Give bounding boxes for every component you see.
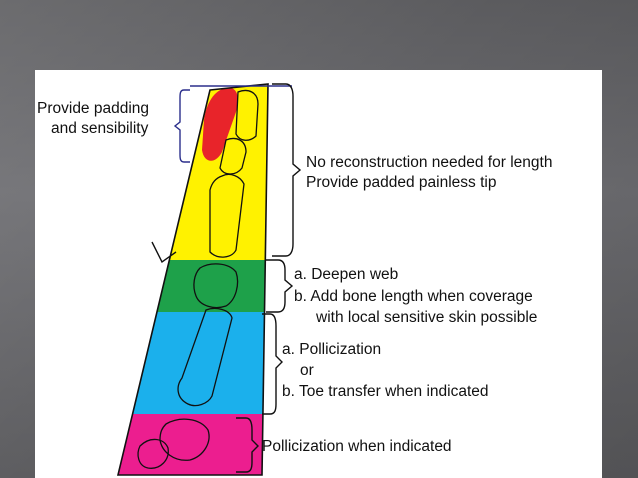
basal-label-line1: Pollicization when indicated [262, 438, 452, 455]
tip-label-line1: Provide padding [37, 100, 150, 117]
mp-joint [193, 263, 239, 309]
web-label-line1: a. Deepen web [294, 266, 399, 283]
tip-bracket [173, 89, 190, 163]
basal-bracket [236, 417, 259, 473]
distal-label-line1: No reconstruction needed for length [306, 154, 553, 171]
web-label-line3: with local sensitive skin possible [316, 309, 538, 326]
meta-label-line1: a. Pollicization [282, 341, 382, 358]
web-label-line2: b. Add bone length when coverage [294, 288, 533, 305]
metacarpal-zone [118, 312, 268, 414]
distal-bracket [272, 83, 302, 257]
carpal-base [137, 438, 169, 469]
trapezium [159, 418, 210, 461]
web-zone [118, 260, 268, 312]
tip-label-line2: and sensibility [51, 120, 149, 137]
meta-label-line3: b. Toe transfer when indicated [282, 383, 489, 400]
pointer-mark [151, 241, 177, 264]
tip-zone [202, 87, 238, 161]
distal-label-line2: Provide padded painless tip [306, 174, 497, 191]
proximal-phalanx [209, 173, 245, 258]
metacarpal-bracket [262, 313, 283, 415]
basal-zone [118, 414, 268, 475]
bone-outlines [137, 89, 259, 469]
distal-phalanx [219, 137, 247, 175]
web-bracket [266, 259, 294, 313]
metacarpal-bone [177, 307, 233, 407]
meta-label-line2: or [300, 362, 314, 379]
nail-outline [235, 89, 259, 141]
content-panel [35, 70, 602, 478]
